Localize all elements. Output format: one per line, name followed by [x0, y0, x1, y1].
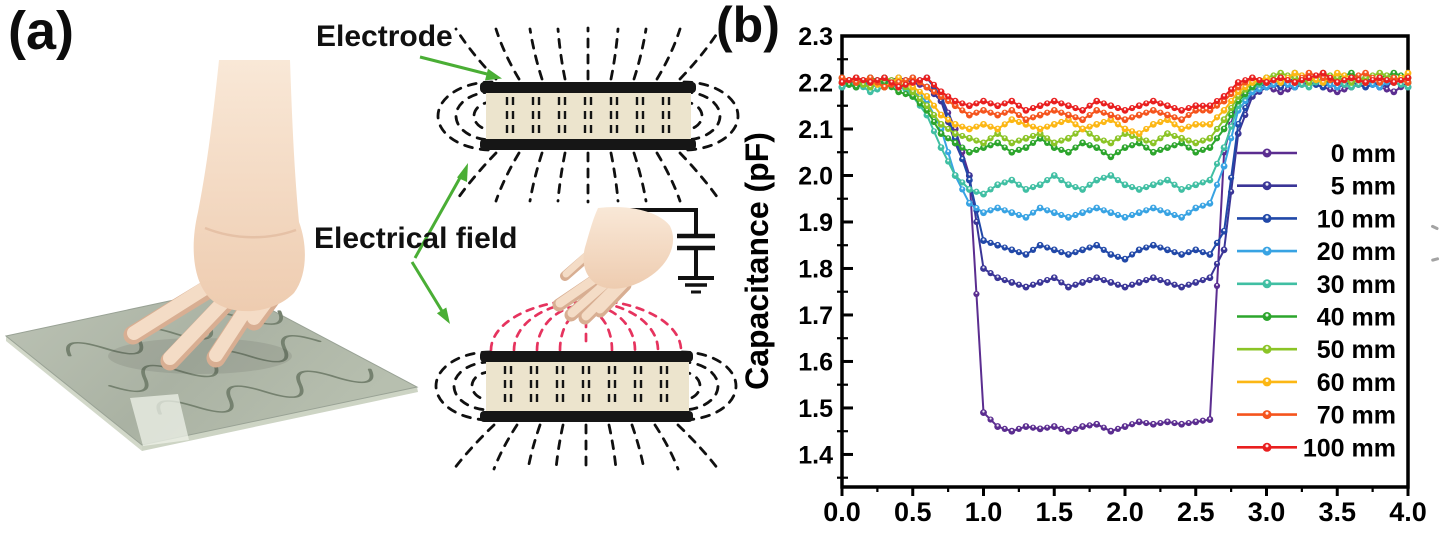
panel-b-label: (b): [716, 0, 780, 53]
legend-label: 10 mm: [1317, 205, 1396, 233]
cropped-content-artifact: [1431, 257, 1440, 262]
capacitor-diagram-bottom: [434, 298, 738, 472]
wrist-crease: [204, 226, 297, 239]
legend-entry: 60 mm: [1237, 369, 1396, 397]
series-100mm: [838, 69, 1412, 114]
efield-arrow-bottom: [410, 261, 450, 324]
y-axis-title: Capacitance (pF): [739, 132, 775, 390]
electrode-annotation: Electrode: [316, 20, 453, 53]
y-tick-label: 2.1: [798, 116, 833, 144]
x-tick-label: 2.5: [1177, 497, 1215, 527]
legend-label: 5 mm: [1331, 173, 1396, 201]
dielectric-bottom: [486, 362, 689, 411]
electrode-bar: [480, 411, 693, 422]
electrode-arrow: [419, 55, 502, 81]
y-tick-label: 1.5: [798, 395, 833, 423]
legend-label: 60 mm: [1317, 369, 1396, 397]
y-tick-label: 1.8: [798, 255, 833, 283]
legend-label: 50 mm: [1317, 336, 1396, 364]
legend-entry: 70 mm: [1237, 402, 1396, 430]
hand-shadow: [108, 338, 292, 374]
dielectric-top: [486, 93, 691, 139]
legend-label: 70 mm: [1317, 402, 1396, 430]
legend-entry: 10 mm: [1237, 205, 1396, 233]
legend-entry: 5 mm: [1237, 173, 1396, 201]
hand-small: [552, 206, 674, 325]
x-tick-label: 2.0: [1106, 497, 1144, 527]
electrode-bar: [480, 139, 696, 150]
finger-reflection: [130, 394, 189, 446]
legend: 0 mm 5 mm 10 mm 20 mm 30 mm 40 mm 50 mm 60 mm 70…: [1237, 140, 1396, 462]
body-capacitance-circuit: [630, 208, 715, 294]
y-tick-label: 1.9: [798, 209, 833, 237]
legend-entry: 50 mm: [1237, 336, 1396, 364]
x-axis: 0.0 0.5 1.0 1.5 2.0 2.5 3.0 3.5 4.0: [823, 487, 1427, 527]
legend-label: 0 mm: [1331, 140, 1396, 168]
internal-field-lines-top: [505, 97, 671, 135]
efield-arrow-top: [413, 163, 468, 259]
x-tick-label: 1.0: [965, 497, 1003, 527]
y-tick-label: 1.6: [798, 348, 833, 376]
internal-field-lines-bottom: [503, 366, 669, 407]
y-tick-label: 1.4: [798, 441, 833, 469]
legend-label: 100 mm: [1303, 434, 1396, 462]
legend-label: 30 mm: [1317, 271, 1396, 299]
legend-entry: 30 mm: [1237, 271, 1396, 299]
capacitor-symbol: [677, 233, 715, 251]
panel-a-illustration: [4, 26, 740, 472]
x-tick-label: 4.0: [1389, 497, 1427, 527]
x-tick-label: 0.5: [894, 497, 932, 527]
y-tick-label: 2.0: [798, 162, 833, 190]
y-tick-label: 2.2: [798, 69, 833, 97]
hand-small-fingers: [552, 250, 632, 325]
x-tick-label: 3.5: [1318, 497, 1356, 527]
panel-a-label: (a): [8, 1, 74, 61]
x-tick-label: 0.0: [823, 497, 861, 527]
capacitance-chart: 1.4 1.5 1.6 1.7 1.8 1.9 2.0 2.1 2.2 2.3 0.0 0.5 1.0 1…: [739, 23, 1440, 527]
capacitor-diagram-top: [436, 26, 740, 204]
plate-bottom-edge: [142, 387, 418, 451]
y-tick-label: 1.7: [798, 302, 833, 330]
hand-small-arm-palm: [583, 206, 674, 289]
circuit-wire: [630, 208, 698, 234]
x-tick-label: 3.0: [1248, 497, 1286, 527]
legend-entry: 100 mm: [1237, 434, 1396, 462]
legend-entry: 0 mm: [1237, 140, 1396, 168]
hand-large: [123, 60, 305, 371]
legend-entry: 20 mm: [1237, 238, 1396, 266]
y-tick-label: 2.3: [798, 23, 833, 51]
legend-label: 40 mm: [1317, 304, 1396, 332]
cropped-content-artifact: [1431, 224, 1439, 231]
hand-large-arm-palm: [193, 60, 305, 312]
electrode-bar: [480, 351, 693, 362]
electrode-bar: [480, 82, 696, 93]
ground-icon: [678, 276, 714, 294]
y-axis: 1.4 1.5 1.6 1.7 1.8 1.9 2.0 2.1 2.2 2.3: [798, 23, 853, 479]
electrical-field-annotation: Electrical field: [314, 222, 518, 255]
legend-label: 20 mm: [1317, 238, 1396, 266]
plate-left-edge: [6, 336, 142, 451]
legend-entry: 40 mm: [1237, 304, 1396, 332]
x-tick-label: 1.5: [1035, 497, 1073, 527]
plate-top-face: [4, 287, 419, 446]
